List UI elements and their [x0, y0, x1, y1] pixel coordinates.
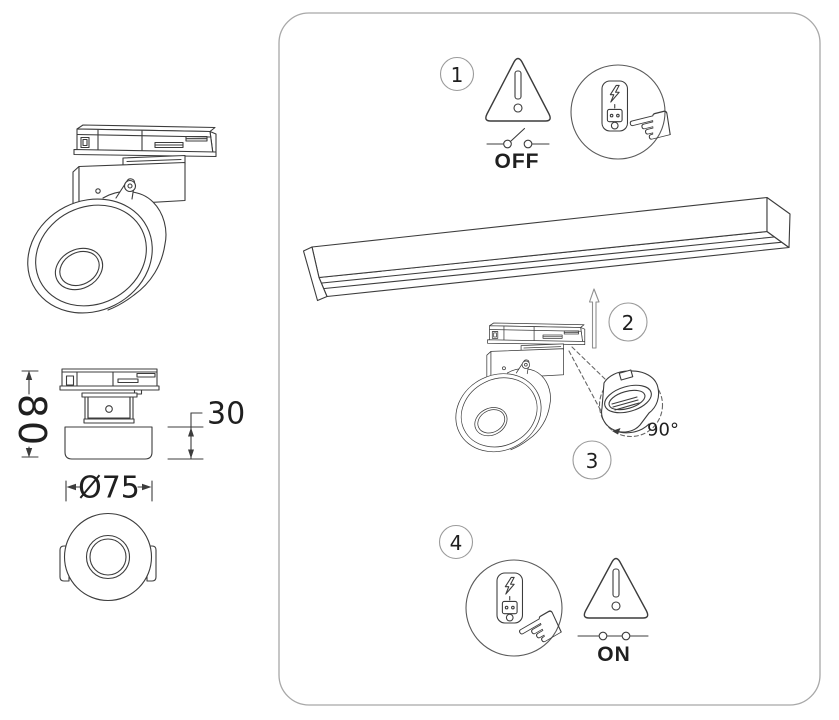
dimension-diameter-75: Ø75 — [65, 471, 153, 506]
step-1-number: 1 — [451, 63, 464, 87]
step-2: 2 — [441, 288, 648, 467]
warning-triangle-icon — [583, 557, 649, 619]
step-3-badge — [572, 440, 612, 480]
step-3: 90° 3 — [568, 346, 679, 480]
step-3-number: 3 — [586, 449, 599, 473]
insert-arrow-icon — [588, 288, 600, 349]
step-4-number: 4 — [450, 531, 463, 555]
on-label: ON — [597, 643, 631, 666]
spotlight-front-view — [59, 368, 160, 460]
dimension-height-80: 80 — [10, 370, 54, 458]
step-4-badge — [438, 524, 474, 560]
dimension-head-30: 30 — [167, 397, 245, 460]
step-1: 1 OFF ☜ — [439, 56, 682, 173]
spotlight-bottom-view — [59, 512, 157, 602]
switch-on-symbol — [577, 631, 649, 641]
rotation-90-label: 90° — [647, 420, 679, 441]
spotlight-3d-view — [7, 124, 217, 335]
track-rail — [302, 196, 791, 302]
step-2-badge — [608, 302, 648, 342]
warning-triangle-icon — [485, 57, 551, 122]
switch-off-symbol — [486, 127, 550, 149]
step-2-number: 2 — [622, 311, 635, 335]
dimension-height-label: 80 — [10, 394, 54, 448]
dimension-diameter-label: Ø75 — [78, 471, 140, 506]
step-1-badge — [439, 56, 475, 92]
dimension-head-label: 30 — [207, 397, 245, 432]
off-label: OFF — [495, 150, 540, 173]
lock-knob-detail — [601, 369, 660, 433]
